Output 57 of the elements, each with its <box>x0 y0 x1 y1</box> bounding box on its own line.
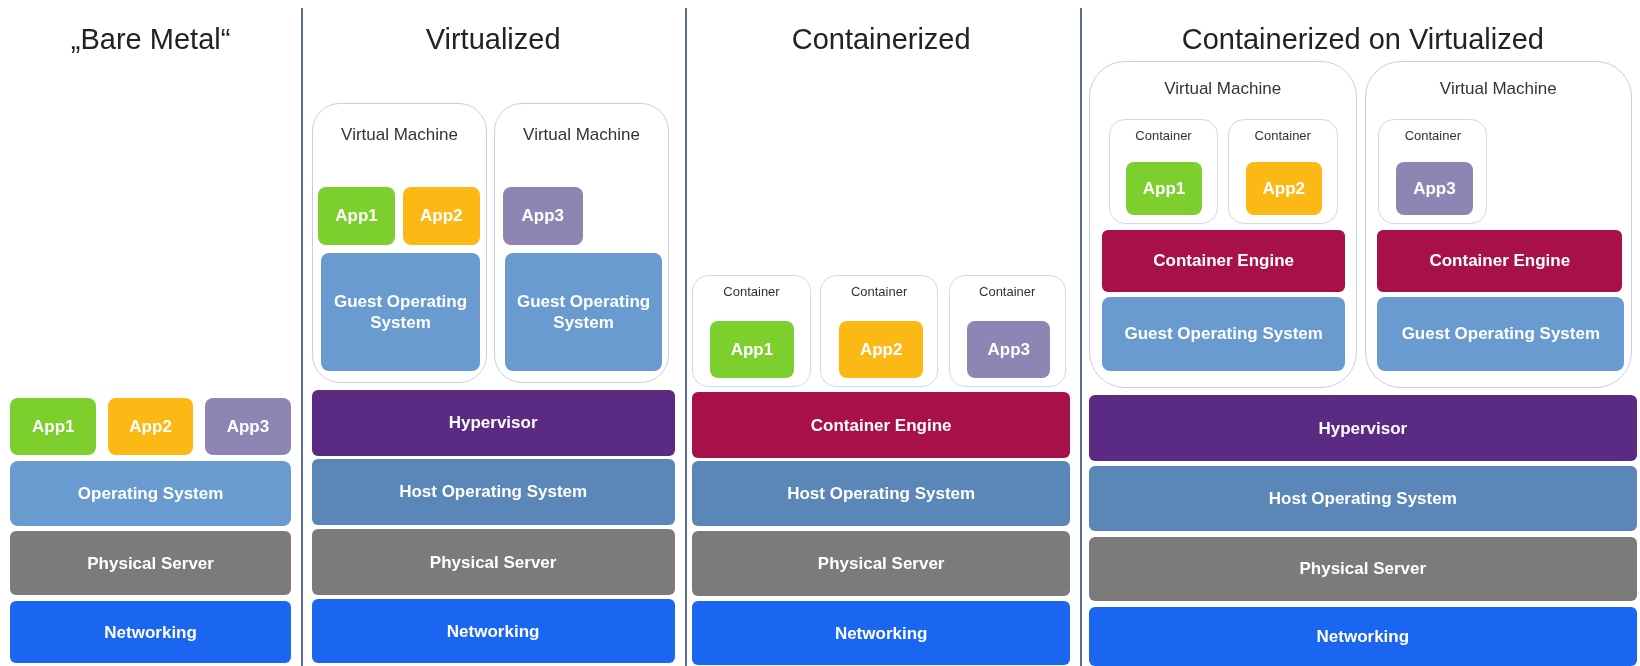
layer-block: Operating System <box>10 461 291 527</box>
column-title: „Bare Metal“ <box>69 22 232 57</box>
app-block: App1 <box>710 321 794 378</box>
app-block: App3 <box>1396 162 1473 216</box>
app-block: App2 <box>838 321 924 378</box>
layer-block: Guest Operating System <box>505 253 662 372</box>
layer-block: Guest Operating System <box>1102 297 1345 372</box>
app-block: App1 <box>317 187 396 245</box>
layer-block: Hypervisor <box>1088 395 1637 462</box>
app-block: App2 <box>402 187 480 245</box>
app-block: App3 <box>967 321 1051 378</box>
layer-block: Physical Server <box>10 531 291 596</box>
box-heading: Container <box>1404 128 1462 145</box>
column-title: Virtualized <box>424 22 562 57</box>
container-box <box>692 275 811 387</box>
layer-block: Networking <box>10 601 291 664</box>
column-title: Containerized on Virtualized <box>1180 22 1545 57</box>
layer-block: Hypervisor <box>311 390 675 456</box>
layer-block: Physical Server <box>1088 536 1637 602</box>
layer-block: Container Engine <box>1377 230 1623 292</box>
box-heading: Container <box>1135 128 1192 145</box>
app-block: App1 <box>10 398 97 455</box>
box-heading: Virtual Machine <box>1439 77 1557 99</box>
layer-block: Networking <box>1088 606 1637 666</box>
layer-block: Physical Server <box>311 529 675 596</box>
box-heading: Container <box>723 284 780 301</box>
app-block: App3 <box>205 398 291 455</box>
app-block: App2 <box>1245 162 1322 216</box>
layer-block: Guest Operating System <box>321 253 480 372</box>
column-title: Containerized <box>790 22 972 57</box>
virtual-machine-box <box>1364 60 1632 388</box>
layer-block: Physical Server <box>692 531 1070 597</box>
box-heading: Virtual Machine <box>341 123 458 145</box>
box-heading: Virtual Machine <box>523 123 640 145</box>
box-heading: Container <box>1254 128 1311 145</box>
container-box <box>820 275 939 387</box>
container-box <box>1108 119 1219 224</box>
app-block: App1 <box>1126 162 1202 216</box>
container-box <box>1378 119 1488 224</box>
layer-block: Networking <box>311 599 675 664</box>
layer-block: Host Operating System <box>311 459 675 526</box>
app-block: App2 <box>107 398 194 455</box>
layer-block: Networking <box>692 601 1070 666</box>
container-box <box>948 275 1066 387</box>
box-heading: Virtual Machine <box>1164 77 1282 99</box>
layer-block: Container Engine <box>1102 230 1345 292</box>
container-box <box>1227 119 1338 224</box>
layer-block: Host Operating System <box>1088 466 1637 532</box>
box-heading: Container <box>979 284 1036 301</box>
layer-block: Container Engine <box>692 392 1070 459</box>
virtual-machine-box <box>311 102 488 383</box>
layer-block: Host Operating System <box>692 461 1070 527</box>
layer-block: Guest Operating System <box>1377 297 1625 372</box>
app-block: App3 <box>503 187 583 245</box>
box-heading: Container <box>850 284 908 301</box>
virtual-machine-box <box>493 102 670 383</box>
virtual-machine-box <box>1088 60 1357 388</box>
